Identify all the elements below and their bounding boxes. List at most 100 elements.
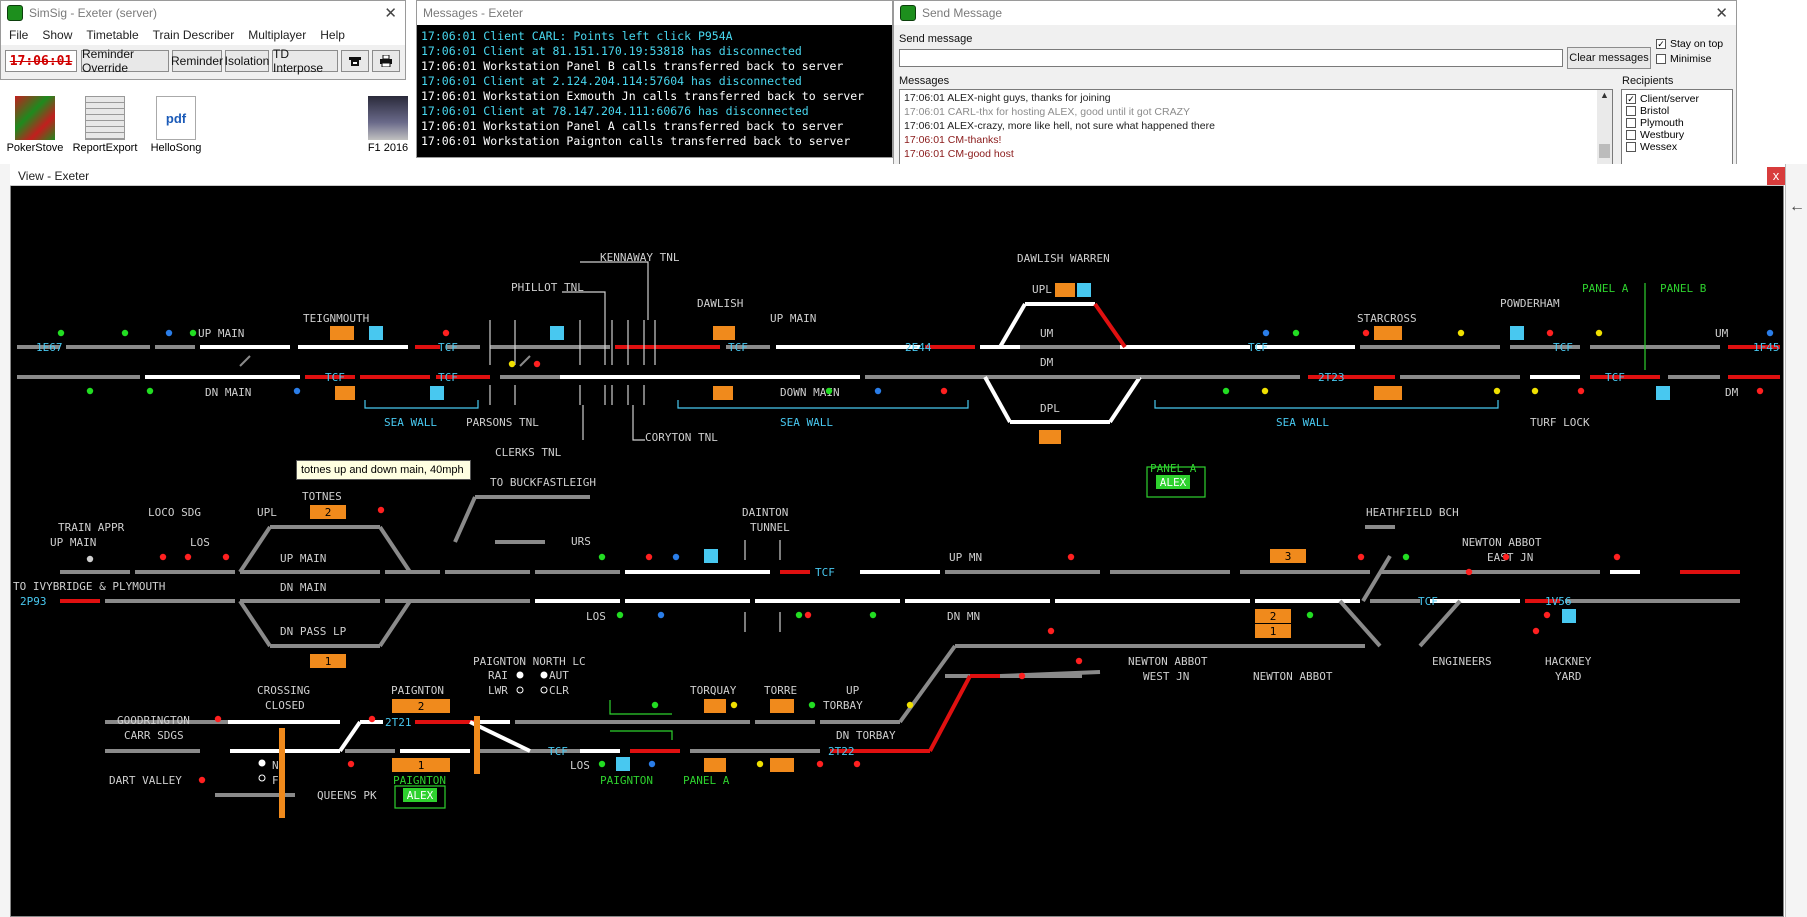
- berth-box[interactable]: [335, 386, 355, 400]
- signal-aspect[interactable]: [1766, 329, 1774, 337]
- berth-box[interactable]: [310, 654, 346, 668]
- desktop-icon-hellosong[interactable]: pdf HelloSong: [141, 96, 211, 154]
- berth-box[interactable]: [713, 326, 735, 340]
- berth-box[interactable]: [392, 699, 450, 713]
- signal-aspect[interactable]: [86, 555, 94, 563]
- berth-box[interactable]: [1374, 326, 1402, 340]
- berth-box[interactable]: [1039, 430, 1061, 444]
- signal-aspect[interactable]: [198, 776, 206, 784]
- cyan-indicator[interactable]: [1077, 283, 1091, 297]
- signal-aspect[interactable]: [1306, 611, 1314, 619]
- recipient-checkbox[interactable]: [1626, 106, 1636, 116]
- send-message-input[interactable]: [899, 49, 1563, 67]
- signal-aspect[interactable]: [1502, 553, 1510, 561]
- back-arrow-icon[interactable]: ←: [1789, 198, 1805, 215]
- signal-aspect[interactable]: [1493, 387, 1501, 395]
- track-section[interactable]: [378, 599, 412, 648]
- desktop-icon-f1[interactable]: F1 2016: [353, 96, 423, 154]
- menu-train-describer[interactable]: Train Describer: [152, 28, 235, 42]
- signal-aspect[interactable]: [645, 553, 653, 561]
- minimise-option[interactable]: Minimise: [1656, 53, 1711, 65]
- recipient-checkbox[interactable]: [1626, 142, 1636, 152]
- track-section[interactable]: [983, 376, 1012, 423]
- cyan-indicator[interactable]: [1656, 386, 1670, 400]
- cyan-indicator[interactable]: [430, 386, 444, 400]
- signal-aspect[interactable]: [159, 553, 167, 561]
- scroll-thumb[interactable]: [1599, 144, 1610, 158]
- cyan-indicator[interactable]: [1562, 609, 1576, 623]
- menu-show[interactable]: Show: [42, 28, 73, 42]
- signal-aspect[interactable]: [1543, 611, 1551, 619]
- close-icon[interactable]: ✕: [1715, 5, 1728, 22]
- signal-aspect[interactable]: [616, 611, 624, 619]
- cyan-indicator[interactable]: [616, 757, 630, 771]
- signal-aspect[interactable]: [1075, 657, 1083, 665]
- berth-box[interactable]: [1255, 624, 1291, 638]
- cyan-indicator[interactable]: [704, 549, 718, 563]
- signal-aspect[interactable]: [86, 387, 94, 395]
- berth-box[interactable]: [392, 758, 450, 772]
- signal-aspect[interactable]: [189, 329, 197, 337]
- berth-box[interactable]: [1055, 283, 1075, 297]
- scroll-up-icon[interactable]: ▲: [1600, 90, 1609, 100]
- menu-multiplayer[interactable]: Multiplayer: [248, 28, 307, 42]
- track-section[interactable]: [1338, 599, 1382, 648]
- signal-aspect[interactable]: [121, 329, 129, 337]
- recipient-item[interactable]: Plymouth: [1626, 117, 1732, 129]
- signal-aspect[interactable]: [672, 553, 680, 561]
- phone-button[interactable]: [341, 50, 369, 72]
- signal-aspect[interactable]: [1047, 627, 1055, 635]
- signal-aspect[interactable]: [533, 360, 541, 368]
- desktop-icon-reportexport[interactable]: ReportExport: [70, 96, 140, 154]
- isolation-button[interactable]: Isolation: [225, 50, 269, 72]
- signal-aspect[interactable]: [1018, 672, 1026, 680]
- signal-aspect[interactable]: [657, 611, 665, 619]
- recipient-checkbox[interactable]: [1626, 118, 1636, 128]
- signal-aspect[interactable]: [184, 553, 192, 561]
- track-section[interactable]: [1093, 302, 1127, 349]
- menu-file[interactable]: File: [9, 28, 29, 42]
- reminder-button[interactable]: Reminder: [171, 50, 223, 72]
- signal-aspect[interactable]: [825, 387, 833, 395]
- signal-aspect[interactable]: [795, 611, 803, 619]
- berth-box[interactable]: [713, 386, 733, 400]
- cyan-indicator[interactable]: [550, 326, 564, 340]
- signal-aspect[interactable]: [1402, 553, 1410, 561]
- track-section[interactable]: [898, 644, 957, 724]
- track-section[interactable]: [998, 302, 1027, 349]
- recipient-item[interactable]: ✓Client/server: [1626, 93, 1732, 105]
- signal-aspect[interactable]: [808, 701, 816, 709]
- signal-aspect[interactable]: [756, 760, 764, 768]
- recipient-checkbox[interactable]: ✓: [1626, 94, 1636, 104]
- close-icon[interactable]: ✕: [384, 5, 397, 22]
- berth-box[interactable]: [1270, 549, 1306, 563]
- track-section[interactable]: [378, 525, 412, 574]
- cyan-indicator[interactable]: [1510, 326, 1524, 340]
- track-section[interactable]: [1108, 375, 1142, 424]
- track-section[interactable]: [999, 670, 1101, 678]
- signal-aspect[interactable]: [146, 387, 154, 395]
- track-section[interactable]: [239, 355, 251, 367]
- track-section[interactable]: [238, 599, 272, 648]
- berth-box[interactable]: [1374, 386, 1402, 400]
- signal-aspect[interactable]: [1262, 329, 1270, 337]
- clear-messages-button[interactable]: Clear messages: [1567, 47, 1651, 69]
- track-section[interactable]: [338, 720, 362, 753]
- signal-aspect[interactable]: [1756, 387, 1764, 395]
- td-interpose-button[interactable]: TD Interpose: [272, 47, 338, 75]
- reminder-override-button[interactable]: Reminder Override: [81, 47, 169, 75]
- signal-aspect[interactable]: [377, 506, 385, 514]
- signal-aspect[interactable]: [598, 760, 606, 768]
- signal-aspect[interactable]: [651, 701, 659, 709]
- track-section[interactable]: [928, 675, 972, 752]
- signal-aspect[interactable]: [57, 329, 65, 337]
- berth-box[interactable]: [770, 758, 794, 772]
- signal-aspect[interactable]: [1357, 553, 1365, 561]
- signal-aspect[interactable]: [1546, 329, 1554, 337]
- signal-aspect[interactable]: [1595, 329, 1603, 337]
- signal-aspect[interactable]: [816, 760, 824, 768]
- menu-help[interactable]: Help: [320, 28, 345, 42]
- signal-aspect[interactable]: [1465, 568, 1473, 576]
- view-close-button[interactable]: x: [1767, 167, 1785, 185]
- signal-aspect[interactable]: [648, 760, 656, 768]
